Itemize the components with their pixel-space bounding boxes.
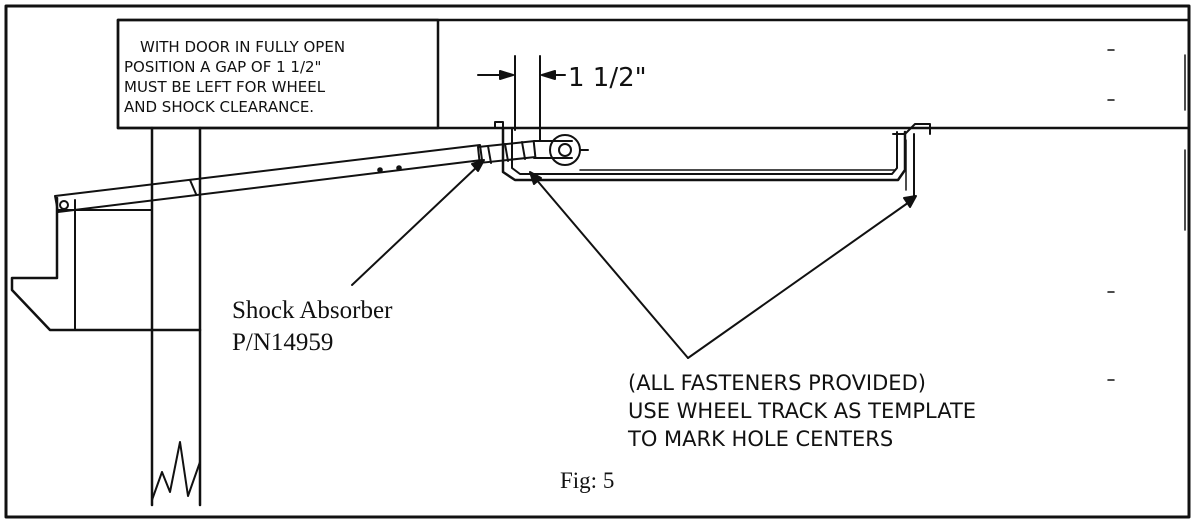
- door-bracket: [10, 196, 202, 332]
- figure-caption: Fig: 5: [560, 468, 614, 493]
- fasteners-line-1: (ALL FASTENERS PROVIDED): [628, 371, 926, 395]
- fastener-leaders: [529, 171, 917, 359]
- shock-absorber-label: Shock Absorber: [232, 297, 393, 324]
- fasteners-line-2: USE WHEEL TRACK AS TEMPLATE: [628, 399, 976, 423]
- wheel-track: [501, 126, 907, 182]
- shock-absorber: [54, 140, 573, 213]
- note-line-2: POSITION A GAP OF 1 1/2": [124, 58, 321, 76]
- edge-marks: [1107, 49, 1186, 381]
- shock-pivot: [59, 200, 69, 210]
- wheel: [549, 134, 589, 166]
- note-box: [116, 18, 440, 130]
- track-bracket-right: [892, 123, 931, 197]
- post-break-mark: [151, 441, 201, 501]
- diagram-frame: [4, 4, 1191, 519]
- note-line-3: MUST BE LEFT FOR WHEEL: [124, 78, 326, 96]
- gap-dimension: [477, 55, 566, 141]
- shock-leader: [351, 159, 485, 286]
- fasteners-line-3: TO MARK HOLE CENTERS: [627, 427, 893, 451]
- gap-dimension-label: 1 1/2": [568, 63, 647, 93]
- note-line-1: WITH DOOR IN FULLY OPEN: [140, 38, 345, 56]
- shock-part-number: P/N14959: [232, 329, 333, 356]
- support-post: [150, 126, 202, 507]
- note-line-4: AND SHOCK CLEARANCE.: [124, 98, 314, 116]
